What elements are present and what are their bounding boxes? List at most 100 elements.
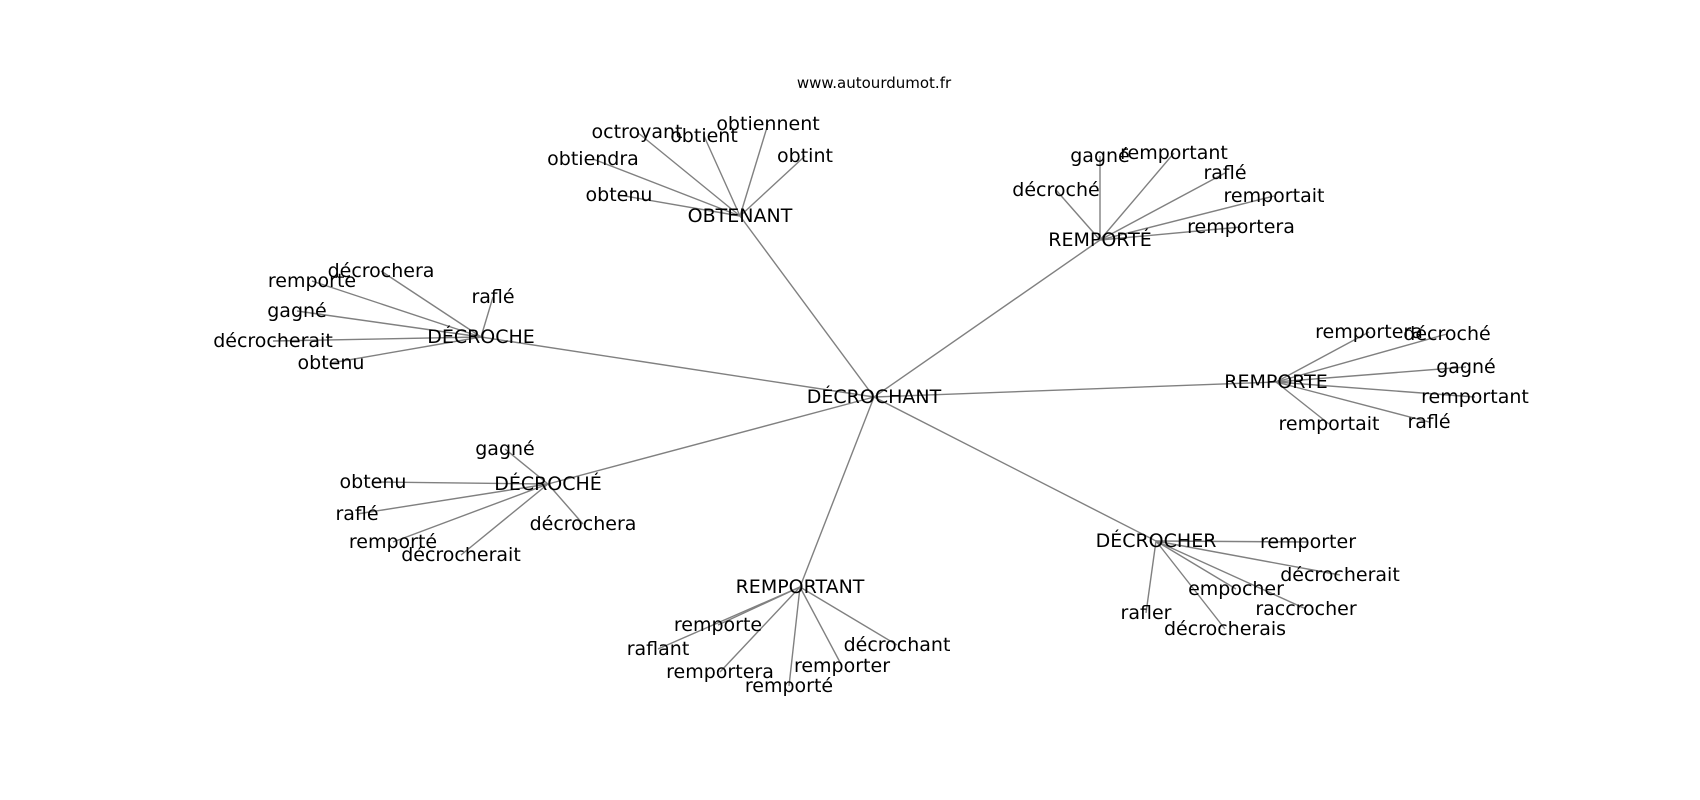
leaf-word-node[interactable]: obtenu	[586, 184, 653, 206]
leaf-word-node[interactable]: remporté	[745, 675, 833, 697]
branch-to-leaf-edge	[788, 586, 801, 687]
branch-to-leaf-edge	[1145, 540, 1157, 614]
branch-to-leaf-edge	[1155, 540, 1309, 543]
branch-to-leaf-edge	[330, 336, 482, 364]
branch-to-leaf-edge	[618, 194, 741, 217]
center-word-node[interactable]: DÉCROCHANT	[807, 385, 942, 408]
leaf-word-node[interactable]: obtint	[777, 145, 833, 167]
leaf-word-node[interactable]: raflé	[335, 503, 378, 525]
branch-to-leaf-edge	[504, 448, 549, 485]
leaf-word-node[interactable]: décroché	[1012, 179, 1099, 201]
leaf-word-node[interactable]: décrochera	[328, 260, 435, 282]
leaf-word-node[interactable]: remportant	[1421, 386, 1529, 408]
branch-to-leaf-edge	[1155, 540, 1226, 630]
leaf-word-node[interactable]: rafler	[1121, 602, 1172, 624]
graph-labels: DÉCROCHANTOBTENANToctroyantobtientobtien…	[213, 113, 1529, 697]
branch-word-node[interactable]: REMPORTE	[1224, 371, 1327, 393]
branch-to-leaf-edge	[739, 155, 806, 217]
leaf-word-node[interactable]: remportera	[666, 661, 774, 683]
leaf-word-node[interactable]: remporte	[268, 270, 356, 292]
leaf-word-node[interactable]: raflé	[471, 286, 514, 308]
watermark-text: www.autourdumot.fr	[797, 74, 952, 92]
branch-to-leaf-edge	[657, 586, 801, 650]
leaf-word-node[interactable]: remportait	[1224, 185, 1325, 207]
branch-word-node[interactable]: DÉCROCHER	[1096, 529, 1217, 552]
branch-to-leaf-edge	[1275, 331, 1370, 383]
branch-to-leaf-edge	[1099, 226, 1242, 241]
branch-to-leaf-edge	[272, 336, 482, 342]
leaf-word-node[interactable]: décrochant	[844, 634, 951, 656]
branch-word-node[interactable]: REMPORTANT	[736, 576, 865, 598]
leaf-word-node[interactable]: raflant	[627, 638, 690, 660]
leaf-word-node[interactable]: obtenu	[340, 471, 407, 493]
branch-to-leaf-edge	[547, 483, 584, 525]
branch-to-leaf-edge	[1155, 540, 1237, 590]
branch-to-leaf-edge	[311, 280, 482, 338]
branch-to-leaf-edge	[799, 586, 843, 667]
branch-to-leaf-edge	[739, 123, 769, 217]
center-to-branch-edge	[547, 396, 875, 485]
leaf-word-node[interactable]: remporter	[794, 655, 890, 677]
branch-to-leaf-edge	[799, 586, 898, 646]
leaf-word-node[interactable]: remportant	[1120, 142, 1228, 164]
branch-to-leaf-edge	[372, 481, 549, 485]
leaf-word-node[interactable]: raflé	[1203, 162, 1246, 184]
branch-to-leaf-edge	[460, 483, 549, 556]
center-to-branch-edge	[873, 381, 1277, 398]
branch-word-node[interactable]: OBTENANT	[688, 205, 793, 227]
leaf-word-node[interactable]: décroché	[1403, 323, 1490, 345]
leaf-word-node[interactable]: empocher	[1188, 578, 1284, 600]
center-to-branch-edge	[739, 215, 875, 398]
branch-to-leaf-edge	[392, 483, 549, 543]
leaf-word-node[interactable]: remportera	[1187, 216, 1295, 238]
branch-to-leaf-edge	[380, 270, 482, 338]
branch-to-leaf-edge	[592, 158, 741, 217]
branch-to-leaf-edge	[703, 135, 741, 217]
center-to-branch-edge	[873, 239, 1101, 398]
leaf-word-node[interactable]: remportera	[1315, 321, 1423, 343]
branch-to-leaf-edge	[1099, 152, 1175, 241]
leaf-word-node[interactable]: gagné	[1436, 356, 1496, 378]
leaf-word-node[interactable]: gagné	[1070, 145, 1130, 167]
leaf-word-node[interactable]: raflé	[1407, 411, 1450, 433]
branch-to-leaf-edge	[636, 131, 741, 217]
leaf-word-node[interactable]: gagné	[475, 438, 535, 460]
leaf-word-node[interactable]: obtiennent	[716, 113, 819, 135]
branch-to-leaf-edge	[1275, 381, 1330, 425]
leaf-word-node[interactable]: gagné	[267, 300, 327, 322]
leaf-word-node[interactable]: remportait	[1279, 413, 1380, 435]
leaf-word-node[interactable]: décrocherait	[213, 330, 333, 352]
branch-to-leaf-edge	[1055, 189, 1101, 241]
leaf-word-node[interactable]: raccrocher	[1255, 598, 1357, 620]
leaf-word-node[interactable]: remporté	[349, 531, 437, 553]
leaf-word-node[interactable]: décrochera	[530, 513, 637, 535]
branch-to-leaf-edge	[1155, 540, 1307, 610]
leaf-word-node[interactable]: obtiendra	[547, 148, 639, 170]
leaf-word-node[interactable]: décrocherait	[1280, 564, 1400, 586]
leaf-word-node[interactable]: octroyant	[592, 121, 683, 143]
branch-to-leaf-edge	[719, 586, 801, 673]
branch-to-leaf-edge	[1099, 195, 1275, 241]
branch-to-leaf-edge	[1099, 172, 1226, 241]
branch-to-leaf-edge	[356, 483, 549, 515]
branch-to-leaf-edge	[1155, 540, 1341, 576]
leaf-word-node[interactable]: obtient	[670, 125, 738, 147]
leaf-word-node[interactable]: décrocherait	[401, 544, 521, 566]
center-to-branch-edge	[873, 396, 1157, 542]
leaf-word-node[interactable]: décrocherais	[1164, 618, 1286, 640]
leaf-word-node[interactable]: remporte	[674, 614, 762, 636]
branch-word-node[interactable]: DÉCROCHE	[427, 325, 535, 348]
center-to-branch-edge	[799, 396, 875, 588]
branch-to-leaf-edge	[1275, 333, 1448, 383]
branch-to-leaf-edge	[1275, 381, 1476, 398]
leaf-word-node[interactable]: remporter	[1260, 531, 1356, 553]
graph-edges	[272, 123, 1476, 687]
branch-to-leaf-edge	[1275, 381, 1430, 423]
branch-to-leaf-edge	[1275, 366, 1467, 383]
branch-word-node[interactable]: DÉCROCHÉ	[494, 472, 602, 495]
leaf-word-node[interactable]: obtenu	[298, 352, 365, 374]
branch-to-leaf-edge	[480, 296, 494, 338]
branch-word-node[interactable]: REMPORTÉ	[1048, 228, 1151, 251]
center-to-branch-edge	[480, 336, 875, 398]
